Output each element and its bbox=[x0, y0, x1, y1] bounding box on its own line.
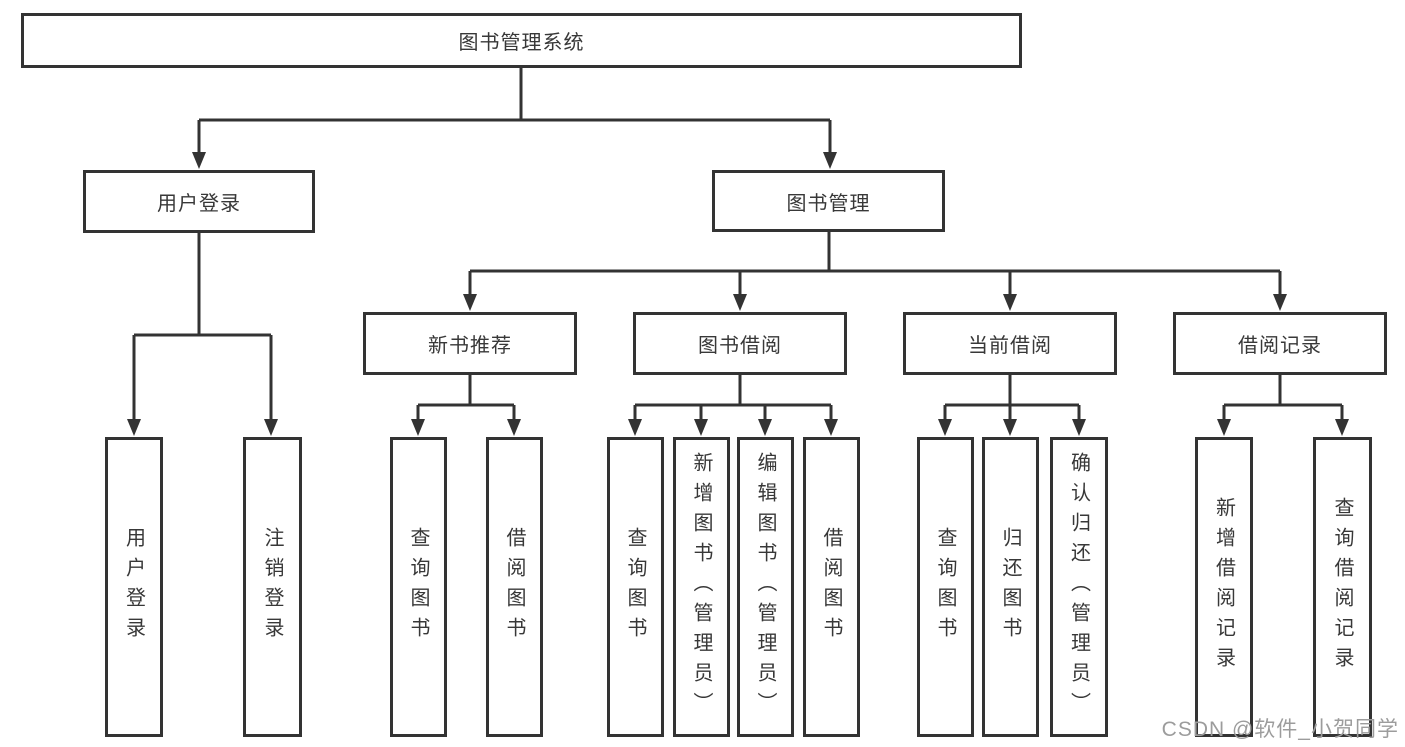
node-label: 借阅图书 bbox=[503, 527, 525, 647]
leaf-logout: 注销登录 bbox=[243, 437, 302, 737]
node-book-management: 图书管理 bbox=[712, 170, 945, 232]
node-label: 查询图书 bbox=[624, 527, 646, 647]
node-label: 编辑图书（管理员） bbox=[754, 452, 776, 722]
leaf-add-books-admin: 新增图书（管理员） bbox=[673, 437, 730, 737]
node-label: 图书借阅 bbox=[698, 335, 782, 357]
node-label: 新增借阅记录 bbox=[1212, 497, 1235, 677]
leaf-add-borrow-record: 新增借阅记录 bbox=[1195, 437, 1253, 737]
node-label: 查询图书 bbox=[407, 527, 429, 647]
node-label: 查询图书 bbox=[934, 527, 956, 647]
node-label: 归还图书 bbox=[999, 527, 1021, 647]
node-label: 用户登录 bbox=[157, 193, 241, 215]
node-label: 图书管理系统 bbox=[458, 32, 585, 54]
node-library-system: 图书管理系统 bbox=[21, 13, 1022, 68]
node-label: 图书管理 bbox=[786, 192, 871, 215]
leaf-query-books-2: 查询图书 bbox=[607, 437, 664, 737]
node-borrowing-records: 借阅记录 bbox=[1173, 312, 1387, 375]
node-label: 新书推荐 bbox=[428, 335, 512, 357]
leaf-borrow-books-2: 借阅图书 bbox=[803, 437, 860, 737]
node-new-book-recommend: 新书推荐 bbox=[363, 312, 577, 375]
node-label: 当前借阅 bbox=[968, 335, 1052, 357]
node-label: 注销登录 bbox=[261, 527, 283, 647]
leaf-edit-books-admin: 编辑图书（管理员） bbox=[737, 437, 794, 737]
node-label: 查询借阅记录 bbox=[1331, 497, 1353, 677]
node-current-borrowing: 当前借阅 bbox=[903, 312, 1117, 375]
leaf-confirm-return-admin: 确认归还（管理员） bbox=[1050, 437, 1108, 737]
node-label: 借阅图书 bbox=[820, 527, 842, 647]
node-label: 借阅记录 bbox=[1238, 335, 1322, 357]
leaf-query-books-3: 查询图书 bbox=[917, 437, 974, 737]
leaf-query-books-1: 查询图书 bbox=[390, 437, 447, 737]
watermark: CSDN @软件_小贺同学 bbox=[1161, 718, 1399, 741]
node-label: 用户登录 bbox=[122, 527, 145, 647]
leaf-user-login: 用户登录 bbox=[105, 437, 163, 737]
leaf-borrow-books-1: 借阅图书 bbox=[486, 437, 543, 737]
node-label: 新增图书（管理员） bbox=[690, 452, 712, 722]
leaf-return-books: 归还图书 bbox=[982, 437, 1039, 737]
leaf-query-borrow-record: 查询借阅记录 bbox=[1313, 437, 1372, 737]
node-label: 确认归还（管理员） bbox=[1067, 452, 1090, 722]
node-book-borrowing: 图书借阅 bbox=[633, 312, 847, 375]
node-user-login: 用户登录 bbox=[83, 170, 315, 233]
arrowheads bbox=[127, 152, 1349, 436]
